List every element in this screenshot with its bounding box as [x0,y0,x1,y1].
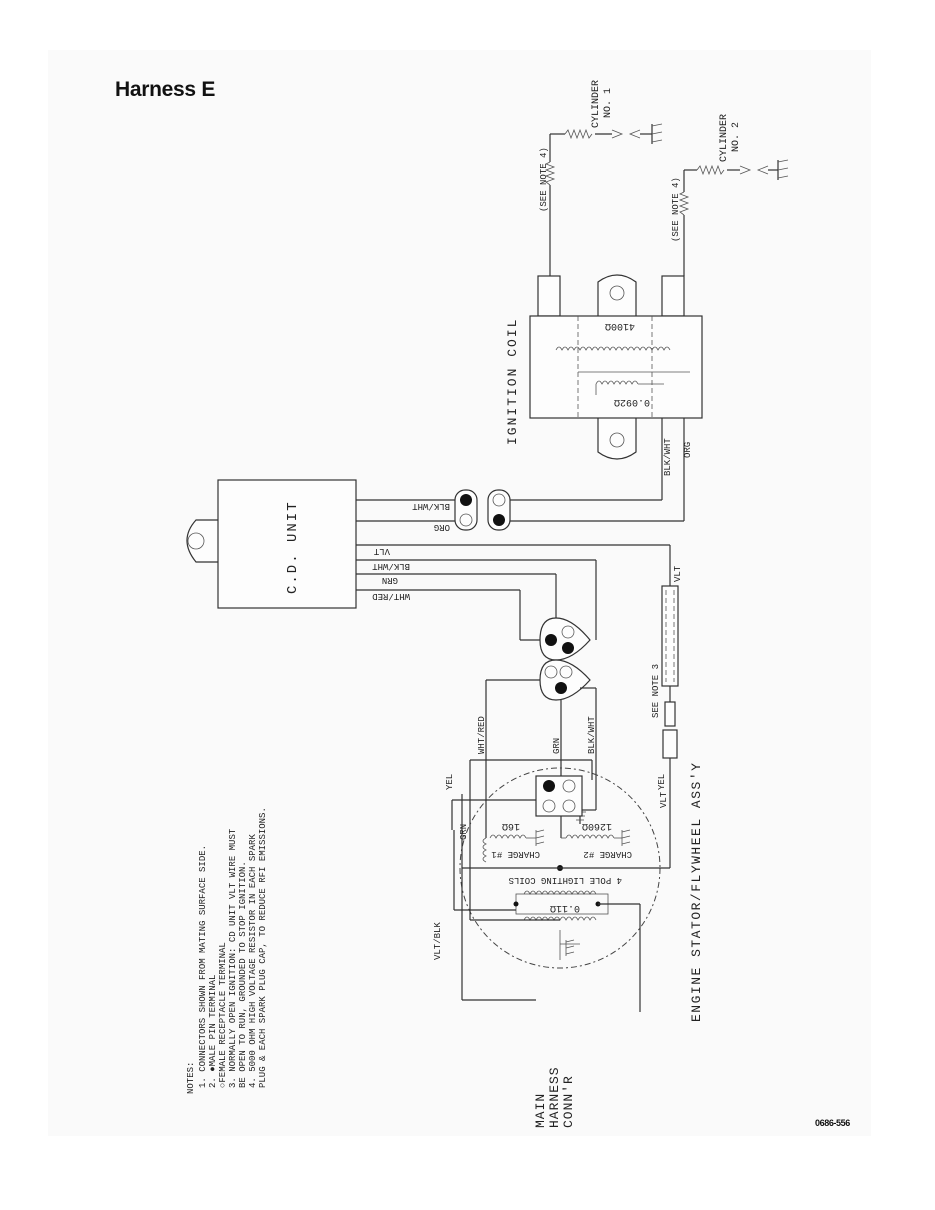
notes-line-2: 2. ●MALE PIN TERMINAL [208,975,218,1088]
main-harness-wiring: VLT/BLK GRN YEL YEL [433,759,667,1012]
charge-1-resistance: 16Ω [502,820,520,831]
stator-label: ENGINE STATOR/FLYWHEEL ASS'Y [689,762,704,1022]
cd-unit: C.D. UNIT [186,479,357,609]
wire-label-grn-1: GRN [382,575,398,585]
wire-label-org-2: ORG [683,442,693,458]
notes-line-1: 1. CONNECTORS SHOWN FROM MATING SURFACE … [198,845,208,1088]
vlt-kill-wire: SEE NOTE 3 VLT [651,585,679,840]
page-title: Harness E [115,78,216,101]
notes-line-3: ○FEMALE RECEPTACLE TERMINAL [218,942,228,1088]
notes-line-4: 3. NORMALLY OPEN IGNITION: CD UNIT VLT W… [228,828,238,1088]
stator-to-connector-wires: WHT/RED GRN BLK/WHT [477,679,597,838]
wire-label-blk-wht-4: BLK/WHT [587,716,597,754]
wire-label-blk-wht-1: BLK/WHT [412,501,450,511]
charge-2-label: CHARGE #2 [583,849,632,859]
wire-label-blk-wht-2: BLK/WHT [663,438,673,476]
main-harness-label-2: HARNESS [547,1066,562,1128]
scanned-sheet [48,50,871,1136]
wire-label-wht-red-1: WHT/RED [372,591,410,601]
wire-label-grn-2: GRN [552,738,562,754]
main-harness-label-1: MAIN [533,1093,548,1128]
charge-2-resistance: 1260Ω [582,820,612,831]
wire-label-blk-wht-3: BLK/WHT [372,561,410,571]
notes-block: NOTES: 1. CONNECTORS SHOWN FROM MATING S… [186,807,268,1094]
wire-label-yel-2: YEL [657,774,667,790]
lighting-resistance-label: 0.11Ω [550,902,580,913]
figure-code: 0686-556 [815,1118,850,1128]
cd-unit-label: C.D. UNIT [285,500,301,594]
cylinder-1-label-a: CYLINDER [591,80,602,128]
wire-label-yel-1: YEL [445,774,455,790]
notes-line-7: PLUG & EACH SPARK PLUG CAP, TO REDUCE RF… [258,807,268,1088]
main-harness-label: MAIN HARNESS CONN'R [533,1066,576,1128]
main-harness-label-3: CONN'R [561,1075,576,1128]
secondary-resistance-label: 4100Ω [605,320,635,331]
hv-leads: (SEE NOTE 4) CYLINDER NO. 1 (SEE NOTE 4)… [539,80,789,276]
cd-to-coil-wires: BLK/WHT ORG BLK/WHT ORG [356,418,693,532]
see-note-4-label-2: (SEE NOTE 4) [671,177,681,242]
ignition-coil-label: IGNITION COIL [505,318,520,445]
notes-line-6: 4. 5000 OHM HIGH VOLTAGE RESISTOR IN EAC… [248,834,258,1088]
charge-1-label: CHARGE #1 [491,849,540,859]
wire-label-org-1: ORG [434,522,450,532]
wire-label-vlt-blk: VLT/BLK [433,922,443,960]
wire-label-grn-3: GRN [459,824,469,840]
wire-label-vlt-1: VLT [373,546,390,556]
lighting-coils-label: 4 POLE LIGHTING COILS [509,875,622,885]
cylinder-2-label-b: NO. 2 [731,122,742,152]
cylinder-2-label-a: CYLINDER [719,114,730,162]
wire-label-vlt-3: VLT [659,791,669,808]
notes-line-5: BE OPEN TO RUN, GROUNDED TO STOP IGNITIO… [238,861,248,1088]
wire-label-wht-red-2: WHT/RED [477,716,487,754]
ignition-coil: 4100Ω 0.092Ω IGNITION COIL [505,274,703,460]
see-note-3-label: SEE NOTE 3 [651,664,661,718]
notes-heading: NOTES: [186,1062,196,1094]
see-note-4-label-1: (SEE NOTE 4) [539,147,549,212]
cd-input-wires: VLT VLT BLK/WHT GRN WHT/RED [356,544,683,701]
cylinder-1-label-b: NO. 1 [603,88,614,118]
primary-resistance-label: 0.092Ω [614,396,650,407]
engine-stator: 16Ω 1260Ω CHARGE #1 CHARGE #2 4 POLE LIG… [459,762,704,1022]
wire-label-vlt-2: VLT [673,565,683,582]
